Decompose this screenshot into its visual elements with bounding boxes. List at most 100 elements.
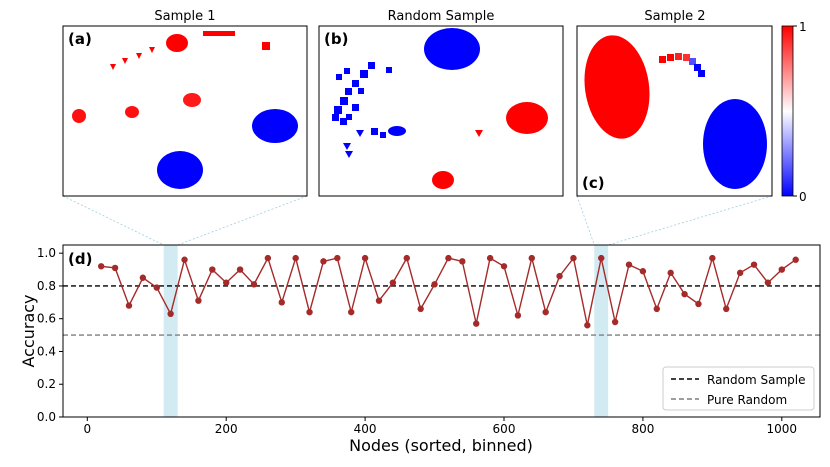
triangle-a-4: [149, 47, 155, 53]
data-point: [361, 254, 369, 262]
data-point: [236, 266, 244, 273]
colorbar-gradient: [781, 25, 794, 197]
data-point: [598, 254, 605, 262]
data-point: [431, 281, 438, 288]
panel-b-label: (b): [324, 30, 348, 48]
data-point: [695, 300, 702, 308]
data-point: [473, 320, 480, 327]
panel-a-title: Sample 1: [154, 9, 215, 24]
cluster-b-bottom: [432, 171, 454, 189]
data-point: [417, 305, 424, 313]
data-point: [723, 305, 730, 313]
legend-random-sample-label: Random Sample: [707, 373, 806, 387]
y-tick-label: 0.8: [37, 279, 56, 293]
x-axis-label: Nodes (sorted, binned): [349, 436, 533, 455]
legend-box: [662, 366, 815, 411]
data-point: [403, 254, 410, 262]
strand-b: [332, 62, 392, 158]
highlight-bands: [163, 245, 609, 417]
cluster-a-left: [72, 109, 86, 123]
panel-b-title: Random Sample: [388, 9, 495, 24]
data-point: [639, 268, 647, 275]
panel-c-title: Sample 2: [644, 9, 705, 24]
data-point: [584, 322, 591, 329]
data-point: [792, 256, 799, 263]
panel-a-frame: [62, 25, 308, 197]
series-line: [101, 255, 797, 326]
y-tick-label: 0.0: [37, 410, 56, 424]
data-point: [375, 297, 383, 304]
data-point: [292, 254, 299, 262]
data-point: [556, 272, 563, 280]
triangle-a-2: [122, 58, 128, 64]
legend: Random Sample Pure Random: [662, 366, 815, 411]
data-point: [500, 263, 508, 270]
y-tick-label: 1.0: [37, 246, 56, 260]
panel-c: Sample 2 (c): [576, 9, 773, 197]
data-point: [125, 302, 133, 309]
panel-d-label: (d): [68, 250, 92, 268]
y-tick-label: 0.2: [37, 377, 56, 391]
reference-lines: [63, 285, 820, 336]
panel-c-frame: [576, 25, 773, 197]
plot-frame: [62, 244, 821, 418]
data-point: [348, 308, 355, 316]
data-point: [445, 254, 452, 262]
data-point: [736, 269, 744, 277]
triangle-a-1: [110, 64, 116, 70]
cluster-a-mid: [125, 106, 139, 118]
data-point: [653, 305, 660, 313]
x-tick-label: 400: [354, 422, 377, 436]
cluster-c-red: [584, 35, 650, 139]
data-point: [709, 254, 716, 262]
panel-b: Random Sample (b): [318, 9, 564, 197]
arc-a: [203, 31, 235, 36]
panel-a-scatter: [72, 31, 298, 189]
data-point: [334, 254, 341, 262]
panel-a-label: (a): [68, 30, 92, 48]
cluster-a-right: [252, 109, 298, 143]
y-axis-ticks: 0.0 0.2 0.4 0.6 0.8 1.0: [37, 246, 63, 424]
data-point: [223, 279, 230, 286]
cluster-a-top: [166, 34, 188, 52]
x-tick-label: 0: [83, 422, 91, 436]
inset-connectors: [62, 195, 773, 246]
panel-b-frame: [318, 25, 564, 197]
panel-a: Sample 1 (a): [62, 9, 308, 197]
data-point: [111, 264, 119, 272]
colorbar-min-label: 0: [799, 190, 807, 204]
data-point: [153, 284, 160, 291]
cluster-c-blue: [703, 99, 767, 189]
cluster-a-bottom: [157, 151, 203, 189]
cluster-b-top: [424, 28, 480, 70]
colorbar: 1 0: [781, 20, 807, 204]
panel-b-scatter: [332, 28, 548, 189]
data-point: [264, 254, 272, 262]
data-point: [514, 312, 522, 319]
data-point: [681, 290, 688, 298]
data-point: [97, 263, 105, 270]
y-tick-label: 0.4: [37, 344, 56, 358]
data-point: [181, 256, 188, 263]
data-point: [625, 261, 633, 268]
triangle-a-3: [136, 53, 142, 59]
x-tick-label: 200: [215, 422, 238, 436]
cluster-a-center: [183, 93, 201, 107]
data-point: [611, 318, 619, 326]
data-point: [389, 279, 397, 286]
data-point: [139, 274, 147, 281]
y-tick-label: 0.6: [37, 312, 56, 326]
data-point: [764, 279, 772, 286]
data-point: [667, 269, 674, 277]
panel-c-label: (c): [582, 174, 605, 192]
square-a-1: [262, 42, 270, 50]
triangle-b-1: [475, 130, 483, 137]
data-point: [542, 308, 549, 316]
data-point: [486, 254, 494, 262]
arc-c: [659, 53, 705, 77]
y-axis-label: Accuracy: [19, 294, 38, 367]
data-point: [306, 308, 313, 316]
